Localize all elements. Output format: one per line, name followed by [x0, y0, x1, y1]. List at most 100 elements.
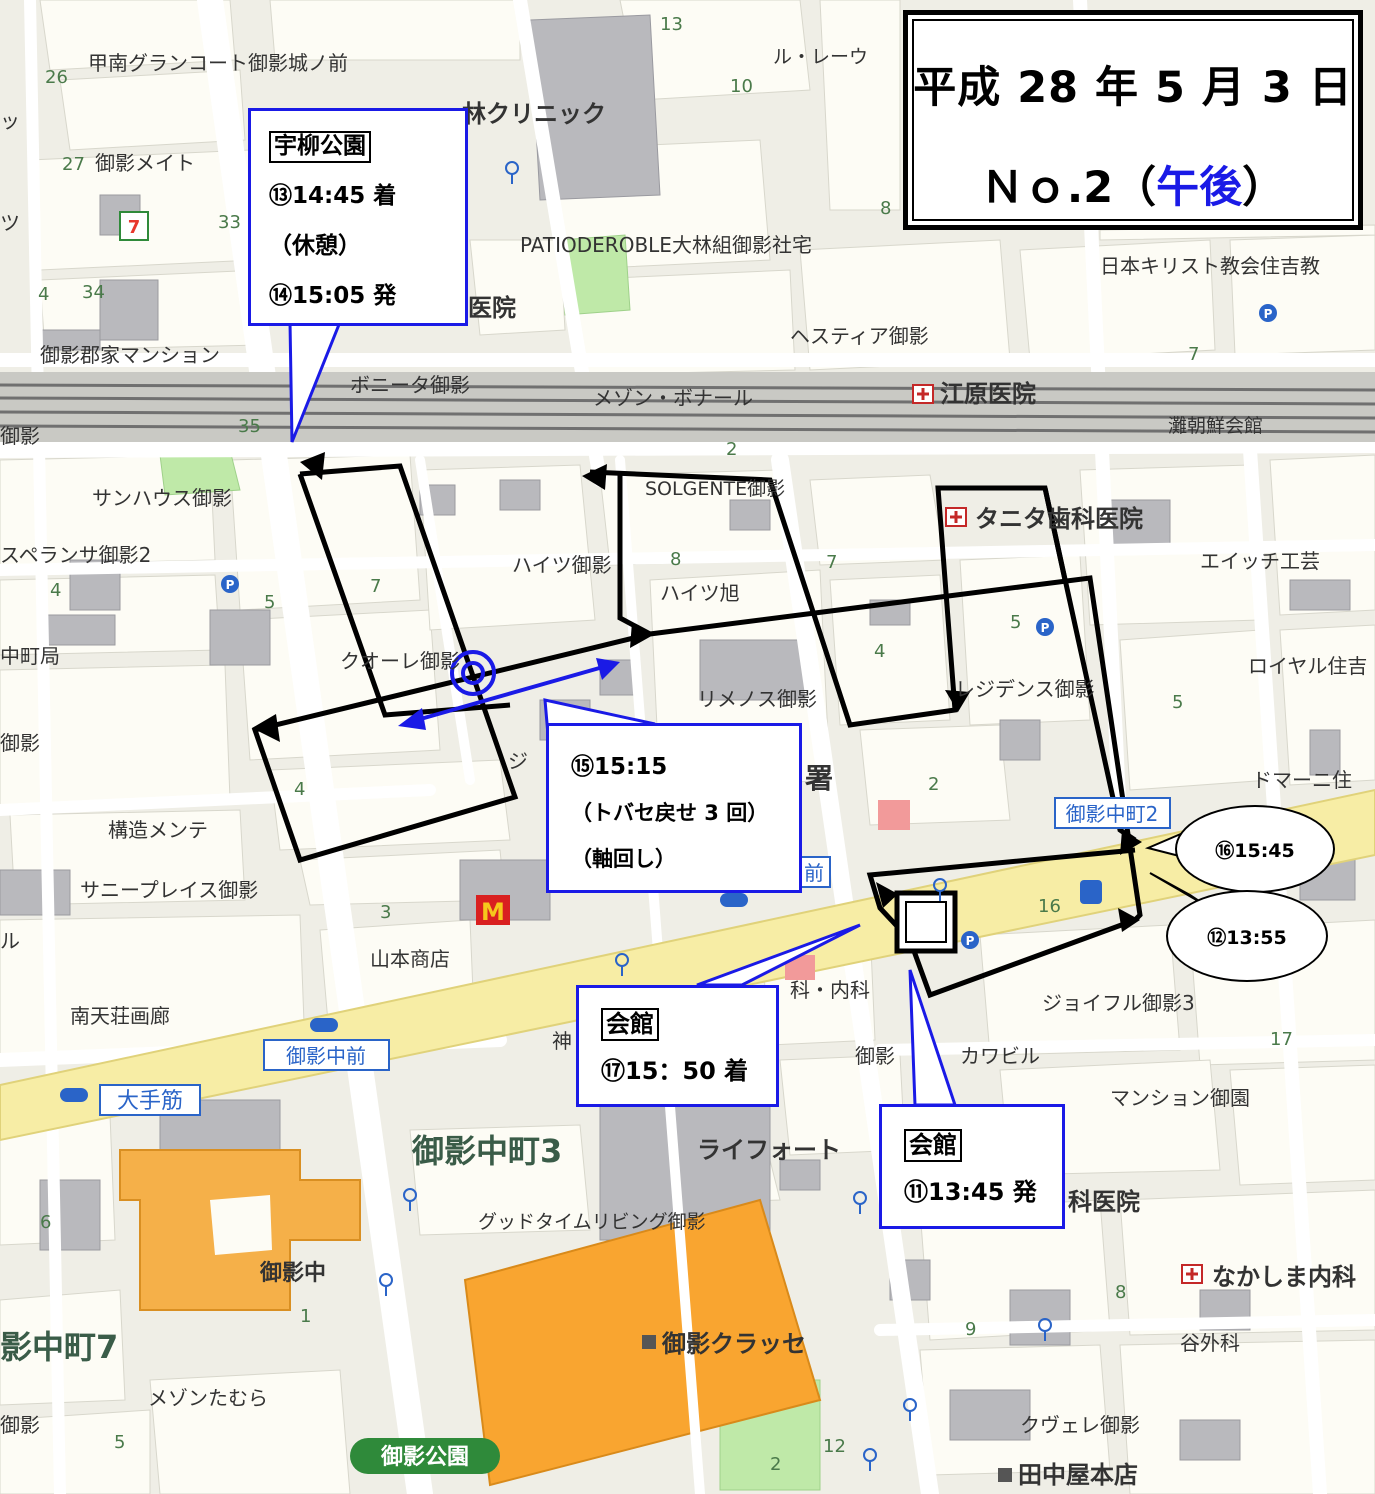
block-number: 9	[965, 1319, 976, 1340]
block-number: 8	[880, 198, 891, 219]
title-paren-open: （	[1113, 163, 1157, 213]
svg-text:M: M	[481, 898, 505, 926]
block-number: 4	[50, 580, 61, 601]
mcdonalds-icon: M	[476, 895, 510, 926]
oval-16: ⑯15:45	[1175, 805, 1335, 893]
title-number-line: Ｎｏ.2（午後）	[908, 153, 1358, 215]
school-inner	[210, 1195, 272, 1255]
label-mikage-chu: 御影中	[259, 1260, 326, 1286]
label-quwere: クヴェレ御影	[1020, 1413, 1140, 1437]
label-nada: 灘朝鮮会館	[1168, 415, 1263, 437]
label-mansion-mien: マンション御園	[1110, 1086, 1250, 1110]
title-number: Ｎｏ.2	[980, 163, 1114, 213]
block-number: 34	[82, 282, 105, 303]
target-icon	[450, 650, 496, 696]
title-pm: 午後	[1156, 163, 1243, 213]
block-number: 35	[238, 416, 261, 437]
label-sho: 署	[805, 762, 833, 795]
block-number: 5	[1172, 692, 1183, 713]
label-tsu1: ッ	[0, 109, 20, 133]
label-ji: ジ	[508, 749, 528, 773]
parking-icons: P P P P	[221, 304, 1277, 949]
label-mikage-nakamachi3: 御影中町3	[411, 1132, 562, 1170]
block-number: 16	[1038, 896, 1061, 917]
label-joyful: ジョイフル御影3	[1042, 991, 1195, 1015]
callout-uyanagi-line1: ⑬14:45 着	[269, 182, 397, 209]
label-iin: 医院	[468, 294, 516, 322]
label-mikage-nakamachi2: 御影中町2	[1066, 802, 1159, 826]
label-mikage-l2: 御影	[0, 731, 40, 755]
block-number: 2	[726, 439, 737, 460]
callout-pointers	[288, 320, 958, 1107]
label-tanakaya: 田中屋本店	[1018, 1461, 1138, 1489]
block-number: 6	[40, 1212, 51, 1233]
callout-toba-line2: （トバセ戻せ 3 回）	[571, 801, 769, 825]
block-number: 7	[370, 576, 381, 597]
block-number: 5	[1010, 612, 1021, 633]
block-number: 4	[38, 284, 49, 305]
label-mikage-bottom: 御影	[0, 1413, 40, 1437]
block-number: 7	[826, 552, 837, 573]
label-ebara: 江原医院	[940, 380, 1036, 408]
bus-stop-icons	[379, 161, 1052, 1471]
label-nakamachi7: 影中町7	[0, 1328, 118, 1366]
label-jin: 神	[552, 1029, 572, 1053]
blue-arrowhead-left	[398, 708, 426, 730]
title-date: 平成 28 年 5 月 3 日	[913, 63, 1353, 113]
label-sunhouse: サンハウス御影	[92, 486, 232, 510]
callout-uyanagi-line2: （休憩）	[269, 232, 361, 259]
label-mikage-koen: 御影公園	[380, 1444, 469, 1470]
route-arrowheads	[252, 452, 1142, 932]
block-number: 2	[770, 1454, 781, 1475]
callout-kaikan-arrive-line1: ⑰15：50 着	[601, 1056, 749, 1085]
callout-uyanagi-heading: 宇柳公園	[269, 131, 371, 163]
railway	[0, 372, 1375, 442]
svg-text:7: 7	[128, 217, 141, 238]
oval-12: ⑫13:55	[1166, 890, 1328, 982]
label-residence: レジデンス御影	[955, 677, 1095, 701]
label-nakashima: なかしま内科	[1212, 1263, 1356, 1291]
hall-marker-inner	[905, 901, 947, 943]
block-number: 17	[1270, 1029, 1293, 1050]
label-konan: 甲南グランコート御影城ノ前	[88, 51, 348, 75]
label-rimenos: リメノス御影	[697, 687, 817, 711]
callout-uyanagi-line3: ⑭15:05 発	[269, 282, 397, 309]
label-patio: PATIODEROBLE大林組御影社宅	[520, 233, 812, 257]
callout-toba-line1: ⑮15:15	[571, 754, 668, 780]
block-number: 4	[874, 641, 885, 662]
hospital-icons	[912, 384, 1203, 1284]
label-yamamoto: 山本商店	[370, 947, 450, 971]
label-mikage-l: 御影	[0, 424, 40, 448]
label-nantenso: 南天荘画廊	[70, 1004, 170, 1028]
label-tanigeka: 谷外科	[1180, 1331, 1240, 1355]
block-number: 1	[300, 1306, 311, 1327]
label-hesutia: ヘスティア御影	[790, 324, 929, 348]
callout-toba: ⑮15:15 （トバセ戻せ 3 回） （軸回し）	[546, 723, 802, 893]
shop-icons	[642, 1335, 1012, 1482]
label-mikage-nakamae: 御影中前	[286, 1044, 366, 1068]
label-royal: ロイヤル住吉	[1248, 654, 1367, 678]
block-number: 8	[670, 549, 681, 570]
block-number: 4	[294, 779, 305, 800]
label-bonita: ボニータ御影	[350, 373, 470, 397]
block-number: 33	[218, 212, 241, 233]
label-lifeforte: ライフォート	[697, 1136, 841, 1164]
station-name-labels: 御影中町2 前 御影中前 大手筋 御影公園	[99, 797, 1171, 1474]
label-rule: ル・レーウ	[773, 46, 868, 68]
block-number: 2	[928, 774, 939, 795]
label-quore: クオーレ御影	[340, 649, 460, 673]
label-mae: 前	[804, 861, 824, 885]
label-nihon: 日本キリスト教会住吉教	[1100, 254, 1320, 278]
label-kurinikku: 林クリニック	[462, 100, 606, 128]
label-tsu2: ツ	[0, 211, 20, 235]
blue-arrowhead-right	[596, 658, 620, 680]
callout-kaikan-depart-heading: 会館	[904, 1129, 962, 1162]
block-number: 5	[114, 1432, 125, 1453]
label-eichi: エイッチ工芸	[1200, 549, 1320, 573]
svg-text:P: P	[966, 934, 975, 948]
station-icons	[60, 880, 1102, 1102]
label-kawa-bldg: カワビル	[960, 1044, 1040, 1068]
blue-double-arrow	[409, 663, 611, 724]
svg-text:P: P	[1264, 307, 1273, 321]
label-tanita: タニタ歯科医院	[975, 505, 1143, 533]
